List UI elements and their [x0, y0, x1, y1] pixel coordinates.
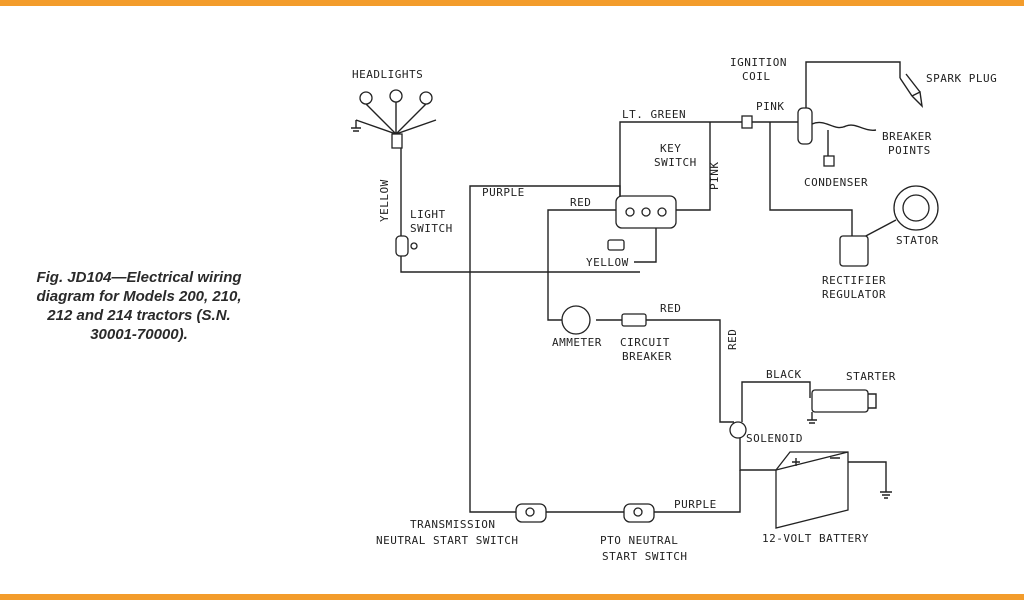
spark-plug-symbol [899, 73, 923, 108]
wire-label-purple-bottom: PURPLE [674, 498, 717, 511]
rectifier-regulator-symbol [839, 235, 869, 267]
label-condenser: CONDENSER [804, 176, 868, 189]
transmission-switch-symbol [515, 503, 547, 523]
stator-symbol [861, 185, 939, 239]
label-light-switch-2: SWITCH [410, 222, 453, 235]
wire-label-pink-vertical: PINK [708, 162, 721, 191]
wire-label-lt-green: LT. GREEN [622, 108, 686, 121]
light-switch-symbol [395, 235, 418, 257]
wire-label-red-breaker: RED [660, 302, 681, 315]
label-solenoid: SOLENOID [746, 432, 803, 445]
label-rectifier-2: REGULATOR [822, 288, 886, 301]
label-pto-switch-1: PTO NEUTRAL [600, 534, 678, 547]
label-ammeter: AMMETER [552, 336, 602, 349]
label-ignition-coil-1: IGNITION [730, 56, 787, 69]
ammeter-symbol [561, 305, 591, 335]
label-transmission-switch-2: NEUTRAL START SWITCH [376, 534, 518, 547]
wire-label-pink-top: PINK [756, 100, 785, 113]
label-spark-plug: SPARK PLUG [926, 72, 997, 85]
label-transmission-switch-1: TRANSMISSION [410, 518, 495, 531]
headlights-symbol [351, 89, 437, 149]
label-breaker-points-1: BREAKER [882, 130, 932, 143]
circuit-breaker-symbol [621, 313, 647, 327]
top-border [0, 0, 1024, 6]
label-circuit-breaker-1: CIRCUIT [620, 336, 670, 349]
label-stator: STATOR [896, 234, 939, 247]
label-starter: STARTER [846, 370, 896, 383]
labels: HEADLIGHTS LIGHT SWITCH IGNITION COIL SP… [352, 56, 997, 563]
pto-switch-symbol [623, 503, 655, 523]
key-switch-symbol [607, 195, 677, 251]
ignition-coil-symbol [741, 107, 813, 145]
wire-label-purple-top: PURPLE [482, 186, 525, 199]
label-key-switch-2: SWITCH [654, 156, 697, 169]
wire-label-black: BLACK [766, 368, 802, 381]
label-headlights: HEADLIGHTS [352, 68, 423, 81]
label-rectifier-1: RECTIFIER [822, 274, 886, 287]
wire-label-red-key: RED [570, 196, 591, 209]
label-pto-switch-2: START SWITCH [602, 550, 687, 563]
caption-line-1: Fig. JD104—Electrical wiring [36, 269, 242, 286]
label-key-switch-1: KEY [660, 142, 681, 155]
starter-symbol [807, 389, 877, 424]
label-ignition-coil-2: COIL [742, 70, 771, 83]
caption-line-4: 30001-70000). [90, 326, 188, 343]
wire-label-red-vertical: RED [726, 329, 739, 350]
caption-line-3: 212 and 214 tractors (S.N. [47, 307, 231, 324]
label-breaker-points-2: POINTS [888, 144, 931, 157]
wires [400, 61, 901, 513]
figure-caption: Fig. JD104—Electrical wiring diagram for… [0, 268, 284, 344]
bottom-border [0, 594, 1024, 600]
label-light-switch-1: LIGHT [410, 208, 446, 221]
wire-label-yellow-key: YELLOW [586, 256, 629, 269]
wire-label-yellow-left: YELLOW [378, 179, 391, 222]
caption-line-2: diagram for Models 200, 210, [36, 288, 242, 305]
condenser-symbol [823, 155, 835, 167]
solenoid-symbol [729, 421, 747, 439]
label-circuit-breaker-2: BREAKER [622, 350, 672, 363]
battery-symbol [775, 451, 892, 529]
label-battery: 12-VOLT BATTERY [762, 532, 869, 545]
